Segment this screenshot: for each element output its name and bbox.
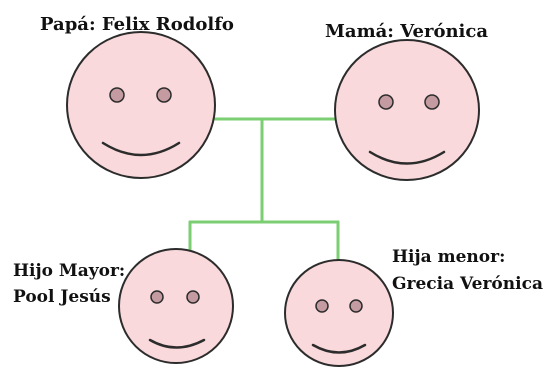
daughter-right-eye bbox=[349, 299, 363, 313]
son-label-line-1: Hijo Mayor: bbox=[13, 261, 125, 281]
daughter-left-eye bbox=[315, 299, 329, 313]
father-left-eye bbox=[109, 87, 125, 103]
daughter-face-outline bbox=[284, 259, 394, 367]
daughter-label-line-1: Hija menor: bbox=[392, 247, 505, 267]
father-smile bbox=[101, 141, 181, 157]
mother-face-outline bbox=[334, 39, 480, 181]
father-face bbox=[66, 31, 216, 179]
son-face-outline bbox=[118, 248, 234, 364]
daughter-face bbox=[284, 259, 394, 367]
son-left-eye bbox=[150, 290, 164, 304]
father-label: Papá: Felix Rodolfo bbox=[40, 14, 234, 35]
mother-smile bbox=[368, 150, 446, 165]
son-smile bbox=[148, 338, 206, 349]
father-right-eye bbox=[156, 87, 172, 103]
mother-left-eye bbox=[378, 94, 394, 110]
mother-label: Mamá: Verónica bbox=[325, 21, 488, 42]
daughter-label-line-2: Grecia Verónica bbox=[392, 274, 543, 294]
father-face-outline bbox=[66, 31, 216, 179]
son-face bbox=[118, 248, 234, 364]
son-right-eye bbox=[186, 290, 200, 304]
mother-right-eye bbox=[424, 94, 440, 110]
mother-face bbox=[334, 39, 480, 181]
son-label-line-2: Pool Jesús bbox=[13, 287, 111, 307]
daughter-smile bbox=[311, 343, 367, 354]
tree-connectors bbox=[188, 117, 340, 268]
